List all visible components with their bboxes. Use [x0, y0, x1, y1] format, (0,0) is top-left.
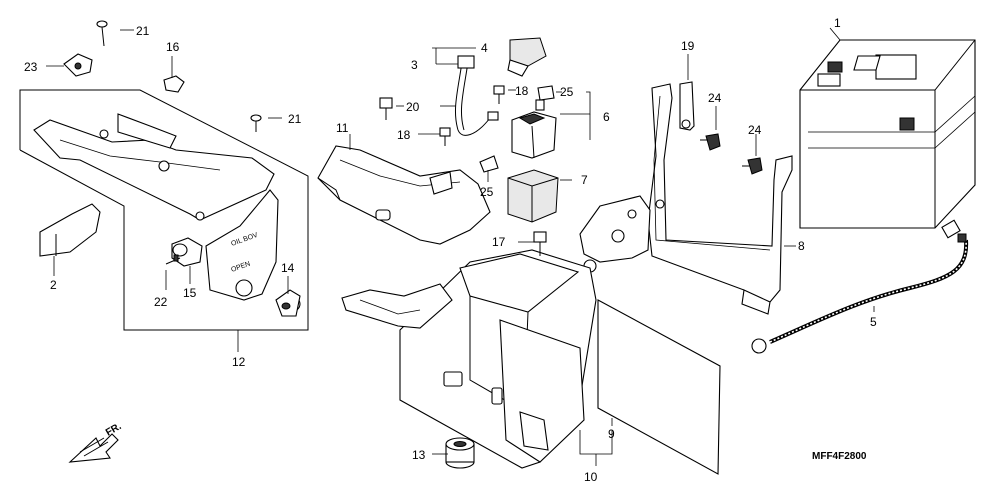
battery-band[interactable] [679, 81, 695, 131]
callout-2: 2 [50, 278, 57, 292]
battery-cable[interactable] [751, 219, 969, 354]
callout-7: 7 [581, 173, 588, 187]
callout-24-upper: 24 [708, 91, 722, 105]
callout-1: 1 [834, 16, 841, 30]
plug-15[interactable] [171, 237, 203, 267]
callout-18-lower: 18 [397, 128, 411, 142]
callout-14: 14 [281, 261, 295, 275]
screw-20[interactable] [379, 97, 393, 120]
screw-21-upper[interactable] [96, 20, 108, 47]
battery[interactable] [799, 39, 976, 229]
fuse-lead-wire[interactable] [454, 55, 499, 136]
callout-10: 10 [584, 470, 598, 484]
callout-18-upper: 18 [515, 84, 529, 98]
callout-21-right: 21 [288, 112, 302, 126]
callout-20: 20 [406, 100, 420, 114]
callout-23: 23 [24, 60, 38, 74]
callout-22: 22 [154, 295, 168, 309]
callout-25-upper: 25 [560, 85, 574, 99]
callout-25-lower: 25 [480, 185, 494, 199]
callout-19: 19 [681, 39, 695, 53]
grommet-13[interactable] [445, 437, 475, 469]
clip-25-lower[interactable] [479, 155, 499, 173]
callouts: 1 2 3 4 5 6 7 8 9 10 11 12 13 14 15 16 1… [24, 16, 877, 484]
callout-6: 6 [603, 110, 610, 124]
cover-assembly-box [19, 89, 309, 331]
starter-relay[interactable] [511, 99, 557, 159]
battery-stay[interactable] [579, 83, 793, 315]
callout-21-upper: 21 [136, 24, 150, 38]
fastener-23[interactable] [63, 53, 93, 77]
screw-18-upper[interactable] [493, 85, 505, 104]
clip-25-upper[interactable] [537, 85, 555, 101]
bolt-24-upper[interactable] [700, 133, 721, 151]
direction-label: FR. [104, 421, 124, 439]
callout-15: 15 [183, 286, 197, 300]
screw-21-right[interactable] [250, 114, 262, 132]
callout-5: 5 [870, 315, 877, 329]
callout-11: 11 [336, 121, 349, 135]
front-direction-arrow: FR. [68, 421, 124, 463]
callout-12: 12 [232, 355, 246, 369]
callout-16: 16 [166, 40, 180, 54]
callout-9: 9 [608, 427, 615, 441]
callout-17: 17 [492, 235, 506, 249]
callout-8: 8 [798, 239, 805, 253]
tool-holder-clip[interactable] [39, 203, 101, 257]
grommet-14[interactable] [275, 289, 301, 317]
diagram-code: MFF4F2800 [812, 451, 867, 462]
terminal-cap[interactable] [507, 37, 547, 77]
battery-box[interactable] [341, 249, 597, 469]
battery-tray[interactable] [317, 145, 491, 245]
callout-3: 3 [411, 58, 418, 72]
battery-sheet[interactable] [597, 299, 721, 475]
bolt-17[interactable] [533, 231, 547, 256]
nut-16[interactable] [163, 75, 185, 93]
pin-22[interactable] [165, 254, 181, 265]
callout-13: 13 [412, 448, 426, 462]
callout-4: 4 [481, 41, 488, 55]
screw-18-lower[interactable] [439, 127, 451, 146]
seat-rail-cover[interactable] [33, 113, 275, 221]
relay-cover[interactable] [507, 169, 559, 223]
callout-24-lower: 24 [748, 123, 762, 137]
side-cover-panel[interactable]: OIL BOV OPEN [205, 189, 279, 301]
leader-lines [46, 27, 875, 466]
bolt-24-lower[interactable] [742, 157, 763, 175]
